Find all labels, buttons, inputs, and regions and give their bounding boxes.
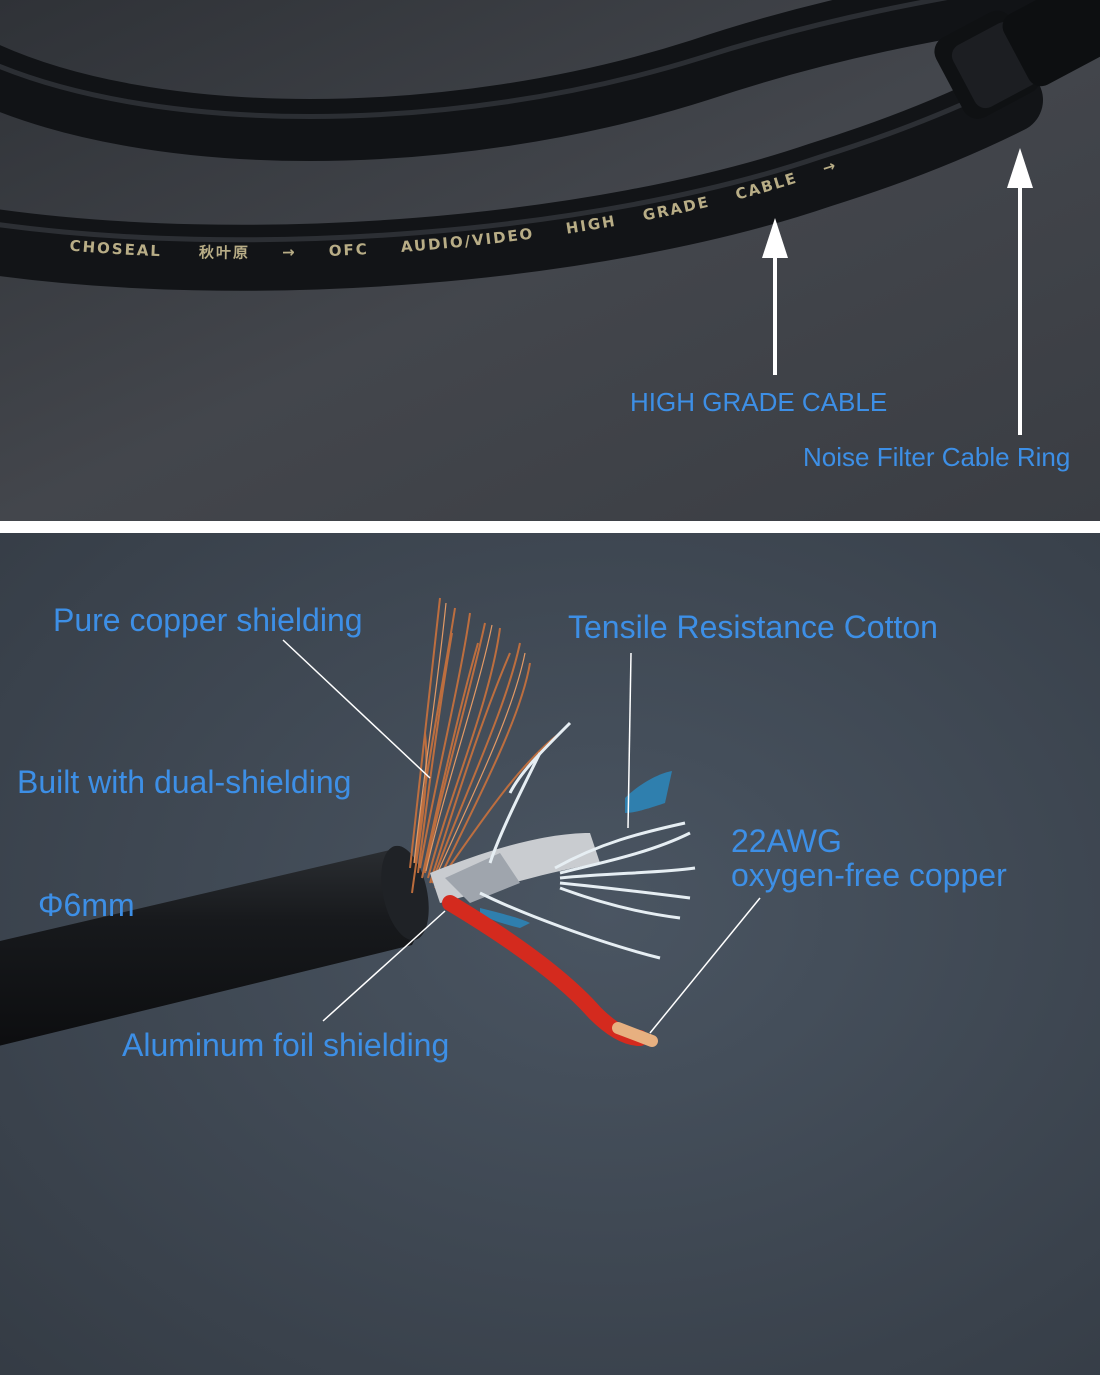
cable-jacket bbox=[0, 845, 429, 1046]
label-pure-copper-shielding: Pure copper shielding bbox=[53, 602, 363, 638]
lower-cable bbox=[0, 67, 1043, 291]
aluminum-foil bbox=[430, 833, 600, 903]
arrow-high-grade bbox=[762, 218, 788, 375]
bottom-photo-panel: Pure copper shielding Tensile Resistance… bbox=[0, 533, 1100, 1375]
label-noise-filter-ring: Noise Filter Cable Ring bbox=[803, 442, 1071, 472]
label-oxygen-free-copper: oxygen-free copper bbox=[731, 857, 1007, 893]
panel-divider bbox=[0, 521, 1100, 533]
arrow-noise-ring bbox=[1007, 148, 1033, 435]
upper-cable bbox=[0, 0, 1100, 161]
cable-photo-top: CHOSEAL 秋叶原 → OFC AUDIO/VIDEO HIGH GRADE… bbox=[0, 0, 1100, 521]
label-aluminum-foil-shielding: Aluminum foil shielding bbox=[122, 1027, 450, 1063]
label-diameter: Φ6mm bbox=[38, 887, 135, 923]
label-dual-shielding: Built with dual-shielding bbox=[17, 764, 352, 800]
cable-cross-section-photo bbox=[0, 533, 1100, 1375]
leader-lines bbox=[282, 639, 761, 1034]
label-tensile-cotton: Tensile Resistance Cotton bbox=[568, 609, 938, 645]
red-wire bbox=[442, 895, 658, 1047]
label-22awg: 22AWG bbox=[731, 823, 842, 859]
label-high-grade-cable: HIGH GRADE CABLE bbox=[630, 387, 888, 417]
noise-filter-ring bbox=[934, 0, 1100, 119]
tensile-cotton bbox=[479, 721, 696, 960]
top-photo-panel: CHOSEAL 秋叶原 → OFC AUDIO/VIDEO HIGH GRADE… bbox=[0, 0, 1100, 521]
print-brand: CHOSEAL bbox=[69, 237, 162, 261]
copper-braid bbox=[409, 597, 561, 894]
